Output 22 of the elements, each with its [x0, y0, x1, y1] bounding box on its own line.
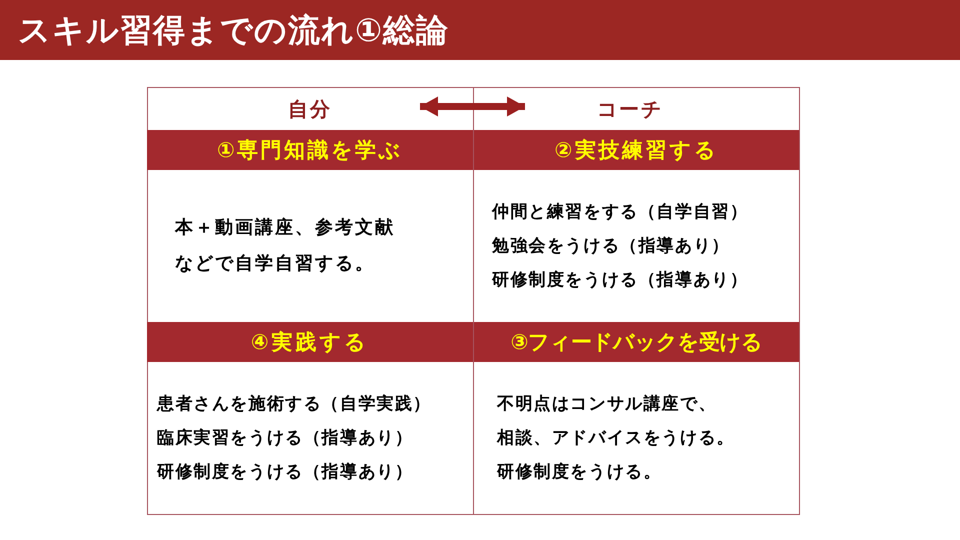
step-heading: ①専門知識を学ぶ — [217, 137, 403, 163]
column-heading: コーチ — [597, 97, 663, 121]
step-heading: ④実践する — [250, 329, 370, 355]
heading-band — [147, 130, 473, 170]
body-text: 勉強会をうける（指導あり） — [492, 235, 730, 258]
heading-band — [474, 322, 799, 362]
page-title: スキル習得までの流れ①総論 — [18, 11, 450, 49]
body-text: 相談、アドバイスをうける。 — [497, 427, 735, 450]
column-heading: 自分 — [288, 97, 332, 121]
step-heading: ②実技練習する — [554, 137, 718, 163]
heading-band — [474, 130, 799, 170]
body-text: 臨床実習をうける（指導あり） — [157, 427, 414, 450]
step-heading: ③フィードバックを受ける — [510, 329, 762, 355]
body-text: 研修制度をうける（指導あり） — [157, 461, 414, 484]
body-text: 研修制度をうける。 — [497, 461, 662, 484]
body-text: 本＋動画講座、参考文献などで自学自習する。 — [175, 216, 396, 276]
body-text: 研修制度をうける（指導あり） — [492, 269, 748, 292]
body-text: 仲間と練習をする（自学自習） — [492, 201, 748, 224]
heading-band — [147, 322, 473, 362]
body-text: 不明点はコンサル講座で、 — [497, 393, 717, 416]
body-text: 患者さんを施術する（自学実践） — [157, 393, 432, 416]
double-arrow — [420, 96, 525, 116]
